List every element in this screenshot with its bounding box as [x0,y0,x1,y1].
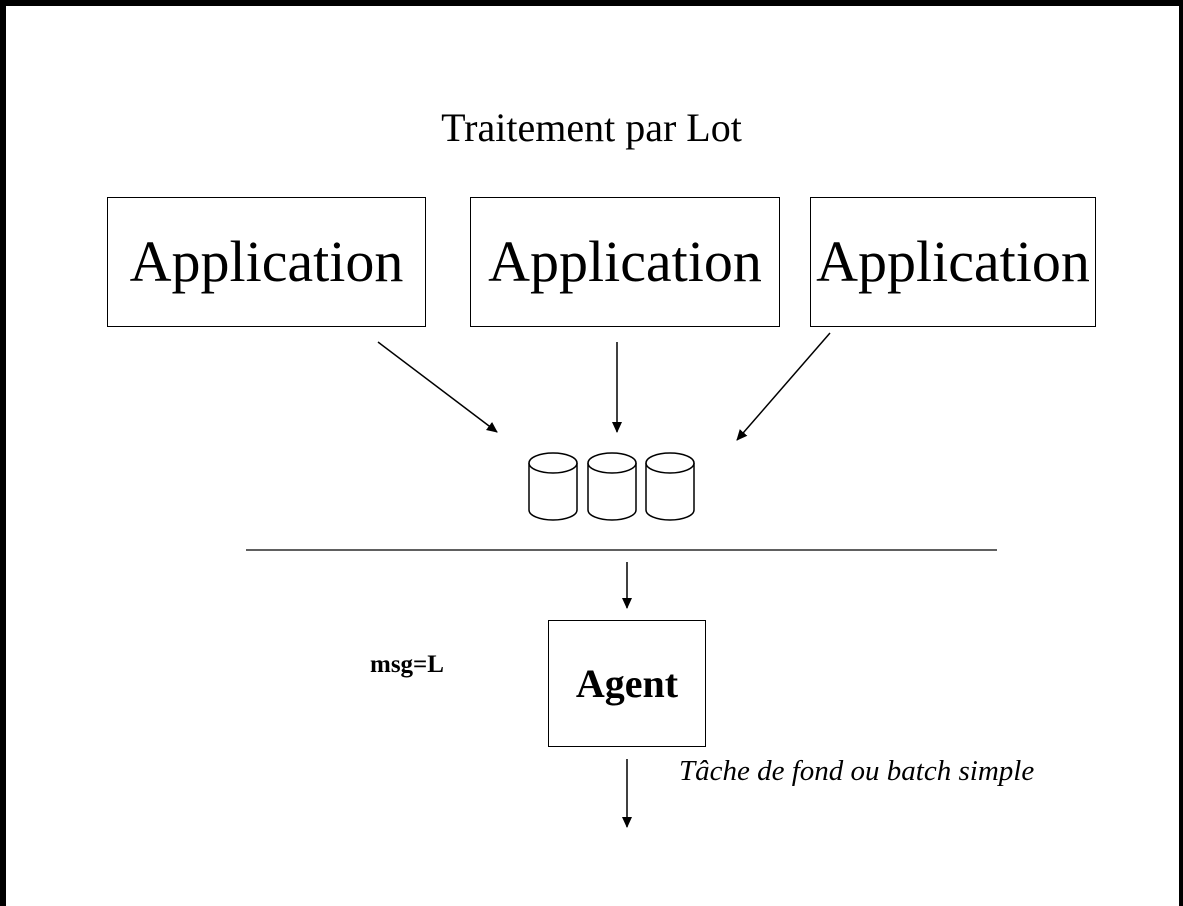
output-caption: Tâche de fond ou batch simple [679,755,1035,787]
application-box-3: Application [810,197,1096,327]
database-cylinder-icon [528,452,578,521]
arrow-app1-to-storage [377,341,498,433]
diagram-title: Traitement par Lot [441,105,742,150]
message-label: msg=L [370,651,444,678]
application-box-2: Application [470,197,780,327]
application-box-1: Application [107,197,426,327]
arrow-app3-to-storage [736,332,831,441]
agent-box: Agent [548,620,706,747]
database-cylinder-icon [587,452,637,521]
database-cylinder-icon [645,452,695,521]
